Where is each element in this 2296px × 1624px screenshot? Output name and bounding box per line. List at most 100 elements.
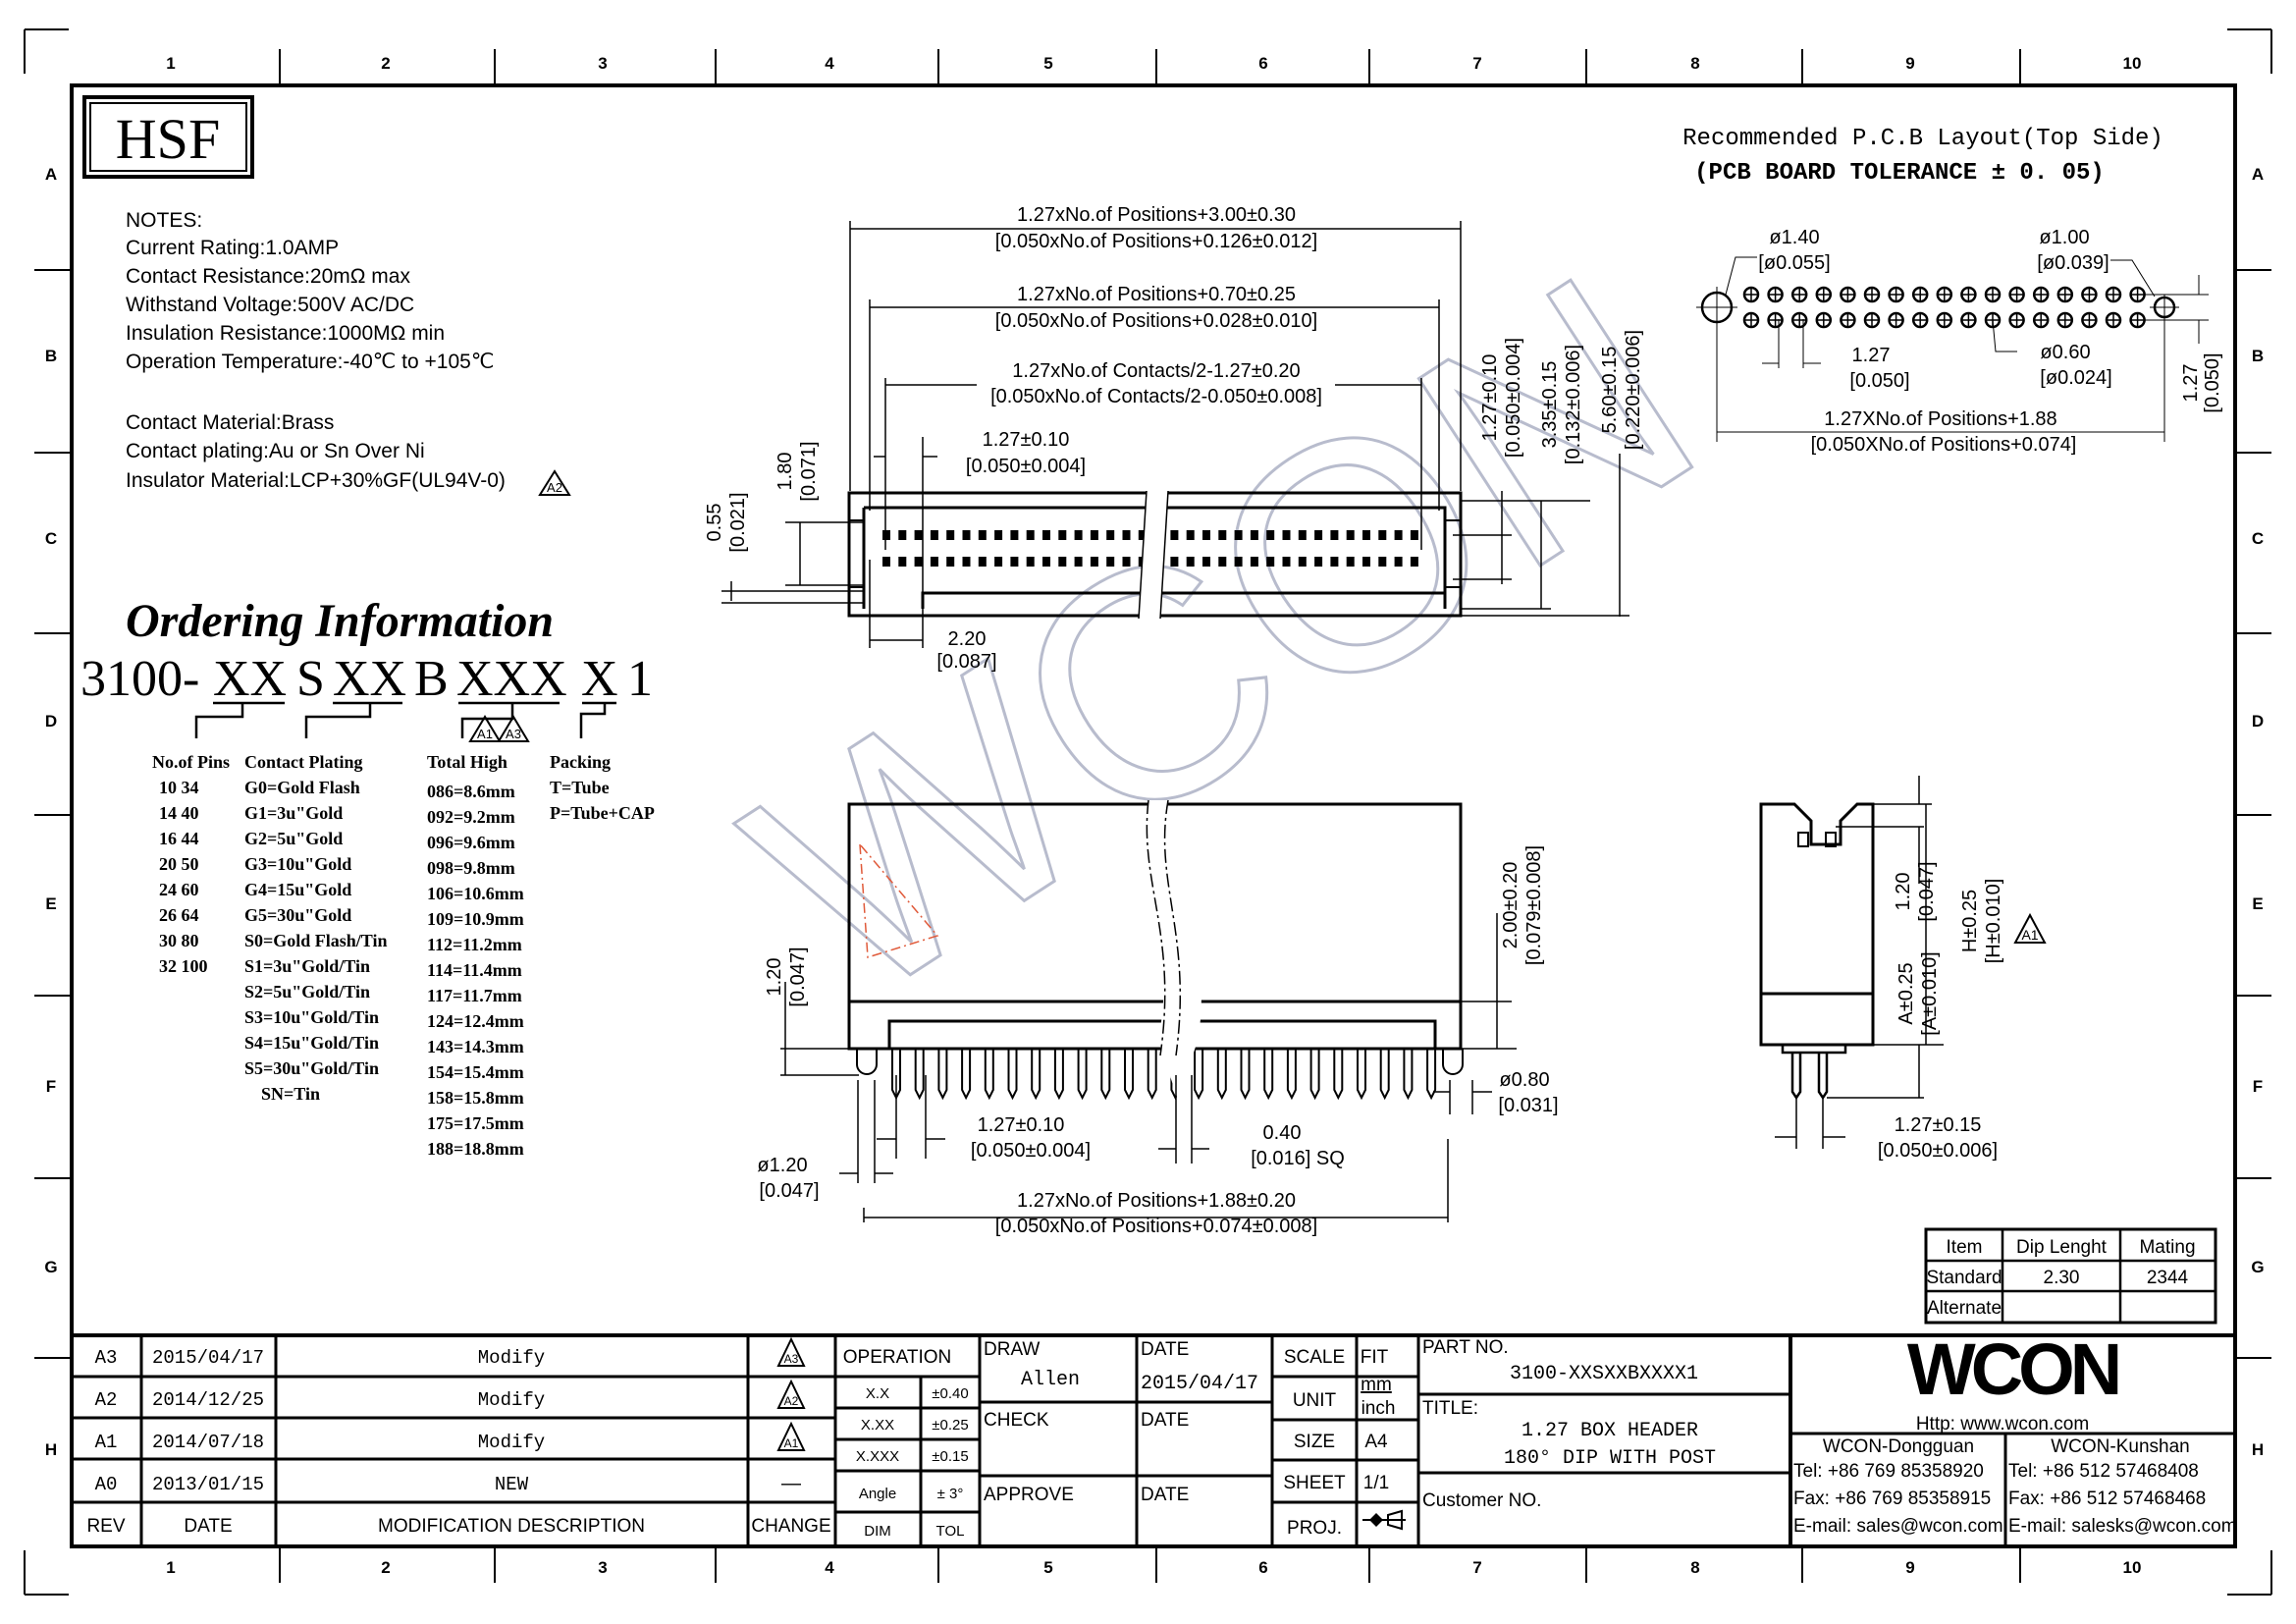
revision-change: A1 [784, 1436, 799, 1450]
contact-pin [1346, 530, 1355, 540]
revision-id: A0 [95, 1474, 118, 1495]
svg-text:A1: A1 [2021, 927, 2038, 943]
contact-pin [1410, 557, 1418, 567]
top-view: 1.27xNo.of Positions+3.00±0.30 [0.050xNo… [704, 204, 1644, 673]
svg-text:DATE: DATE [1141, 1410, 1189, 1431]
svg-text:Insulation Resistance:1000MΩ m: Insulation Resistance:1000MΩ min [126, 322, 445, 345]
contact-pin [1202, 530, 1210, 540]
ordering-option: 098=9.8mm [427, 858, 515, 878]
svg-text:NOTES:: NOTES: [126, 209, 202, 232]
contact-pin [994, 557, 1003, 567]
ordering-option: S3=10u"Gold/Tin [244, 1007, 379, 1027]
svg-text:1.27±0.15: 1.27±0.15 [1895, 1114, 1982, 1136]
contact-pin [1122, 530, 1131, 540]
svg-text:DATE: DATE [184, 1516, 232, 1537]
revision-change: A2 [784, 1394, 799, 1408]
contact-pin [1314, 530, 1323, 540]
side-view: 1.20 [0.047] A±0.25 [A±0.010] H±0.25 [H±… [1759, 776, 2047, 1162]
contact-pin [1194, 1049, 1204, 1101]
ordering-option: 143=14.3mm [427, 1037, 524, 1056]
contact-pin [930, 530, 938, 540]
contact-pin [1379, 1049, 1390, 1101]
column-label: 6 [1258, 54, 1267, 73]
ordering-option: G1=3u"Gold [244, 803, 343, 823]
contact-pin [1330, 557, 1339, 567]
svg-text:Alternate: Alternate [1927, 1298, 2002, 1319]
ordering-option: 086=8.6mm [427, 782, 515, 801]
svg-text:Contact Material:Brass: Contact Material:Brass [126, 411, 334, 434]
svg-text:No.of Pins: No.of Pins [152, 752, 230, 772]
contact-pin [930, 557, 938, 567]
svg-text:PART NO.: PART NO. [1422, 1337, 1509, 1358]
svg-text:Tel: +86 769 85358920: Tel: +86 769 85358920 [1793, 1461, 1984, 1482]
contact-pin [1170, 530, 1179, 540]
svg-text:SCALE: SCALE [1284, 1347, 1345, 1368]
svg-text:X.XXX: X.XXX [856, 1448, 899, 1465]
contact-pin [914, 557, 923, 567]
watermark: WCON [694, 206, 1751, 1069]
svg-text:UNIT: UNIT [1293, 1390, 1337, 1411]
svg-text:[0.220±0.006]: [0.220±0.006] [1623, 330, 1644, 450]
contact-pin [984, 1049, 994, 1101]
contact-pin [946, 557, 955, 567]
svg-text:Contact Resistance:20mΩ max: Contact Resistance:20mΩ max [126, 265, 410, 288]
contact-pin [1218, 557, 1227, 567]
contact-pin [978, 557, 987, 567]
ordering-option: P=Tube+CAP [550, 803, 655, 823]
ordering-option: 106=10.6mm [427, 884, 524, 903]
contact-pin [1122, 557, 1131, 567]
svg-text:Dip Lenght: Dip Lenght [2016, 1237, 2108, 1258]
dip-length-table: Item Dip Lenght Mating Standard 2.30 234… [1924, 1227, 2217, 1325]
row-label: F [2253, 1077, 2263, 1096]
ordering-option: 158=15.8mm [427, 1088, 524, 1108]
row-label: E [45, 894, 56, 913]
ordering-option: S0=Gold Flash/Tin [244, 931, 388, 950]
svg-text:OPERATION: OPERATION [843, 1347, 952, 1368]
svg-text:Total High: Total High [427, 752, 507, 772]
row-label: C [2252, 529, 2264, 548]
svg-text:SIZE: SIZE [1294, 1432, 1335, 1452]
svg-text:Insulator Material:LCP+30%GF(U: Insulator Material:LCP+30%GF(UL94V-0) [126, 469, 506, 492]
column-label: 10 [2123, 54, 2142, 73]
column-label: 10 [2123, 1558, 2142, 1577]
svg-text:Contact plating:Au or Sn Over: Contact plating:Au or Sn Over Ni [126, 440, 425, 462]
svg-text:[0.050]: [0.050] [2202, 352, 2223, 412]
ordering-option: 30 80 [159, 931, 199, 950]
row-label: E [2252, 894, 2263, 913]
row-label: D [45, 712, 57, 731]
row-label: C [45, 529, 57, 548]
svg-text:[0.050xNo.of Positions+0.028±: [0.050xNo.of Positions+0.028±0.010] [995, 310, 1317, 332]
contact-pin [1394, 530, 1403, 540]
svg-text:A±0.25: A±0.25 [1896, 962, 1917, 1024]
contact-pin [946, 530, 955, 540]
svg-text:Packing: Packing [550, 752, 611, 772]
svg-text:X.XX: X.XX [861, 1417, 894, 1434]
contact-pin [1138, 530, 1147, 540]
svg-text:[0.050xNo.of Positions+0.074±: [0.050xNo.of Positions+0.074±0.008] [995, 1216, 1317, 1237]
contact-pin [1282, 530, 1291, 540]
svg-text:± 3°: ± 3° [937, 1486, 964, 1502]
contact-pin [1077, 1049, 1088, 1101]
revision-description: Modify [478, 1389, 545, 1411]
svg-text:[0.132±0.006]: [0.132±0.006] [1563, 345, 1584, 464]
svg-text:ø0.80: ø0.80 [1499, 1069, 1549, 1091]
svg-text:[0.050]: [0.050] [1849, 370, 1909, 392]
ordering-option: T=Tube [550, 778, 610, 797]
svg-text:[ø0.024]: [ø0.024] [2040, 367, 2111, 389]
contact-pin [914, 530, 923, 540]
svg-text:Tel: +86 512 57468408: Tel: +86 512 57468408 [2008, 1461, 2199, 1482]
contact-pin [882, 530, 890, 540]
svg-text:(PCB BOARD TOLERANCE ± 0. 05: (PCB BOARD TOLERANCE ± 0. 05) [1694, 160, 2105, 187]
svg-text:0.55: 0.55 [704, 504, 725, 542]
contact-pin [1394, 557, 1403, 567]
ordering-option: G5=30u"Gold [244, 905, 351, 925]
svg-text:[0.087]: [0.087] [936, 651, 996, 673]
ordering-option: S2=5u"Gold/Tin [244, 982, 370, 1001]
svg-text:DATE: DATE [1141, 1339, 1189, 1360]
hsf-logo: HSF [82, 95, 254, 179]
svg-text:CHECK: CHECK [984, 1410, 1049, 1431]
ordering-option: 117=11.7mm [427, 986, 522, 1005]
column-label: 5 [1043, 54, 1052, 73]
svg-text:[0.071]: [0.071] [798, 441, 820, 501]
contact-pin [1090, 557, 1098, 567]
